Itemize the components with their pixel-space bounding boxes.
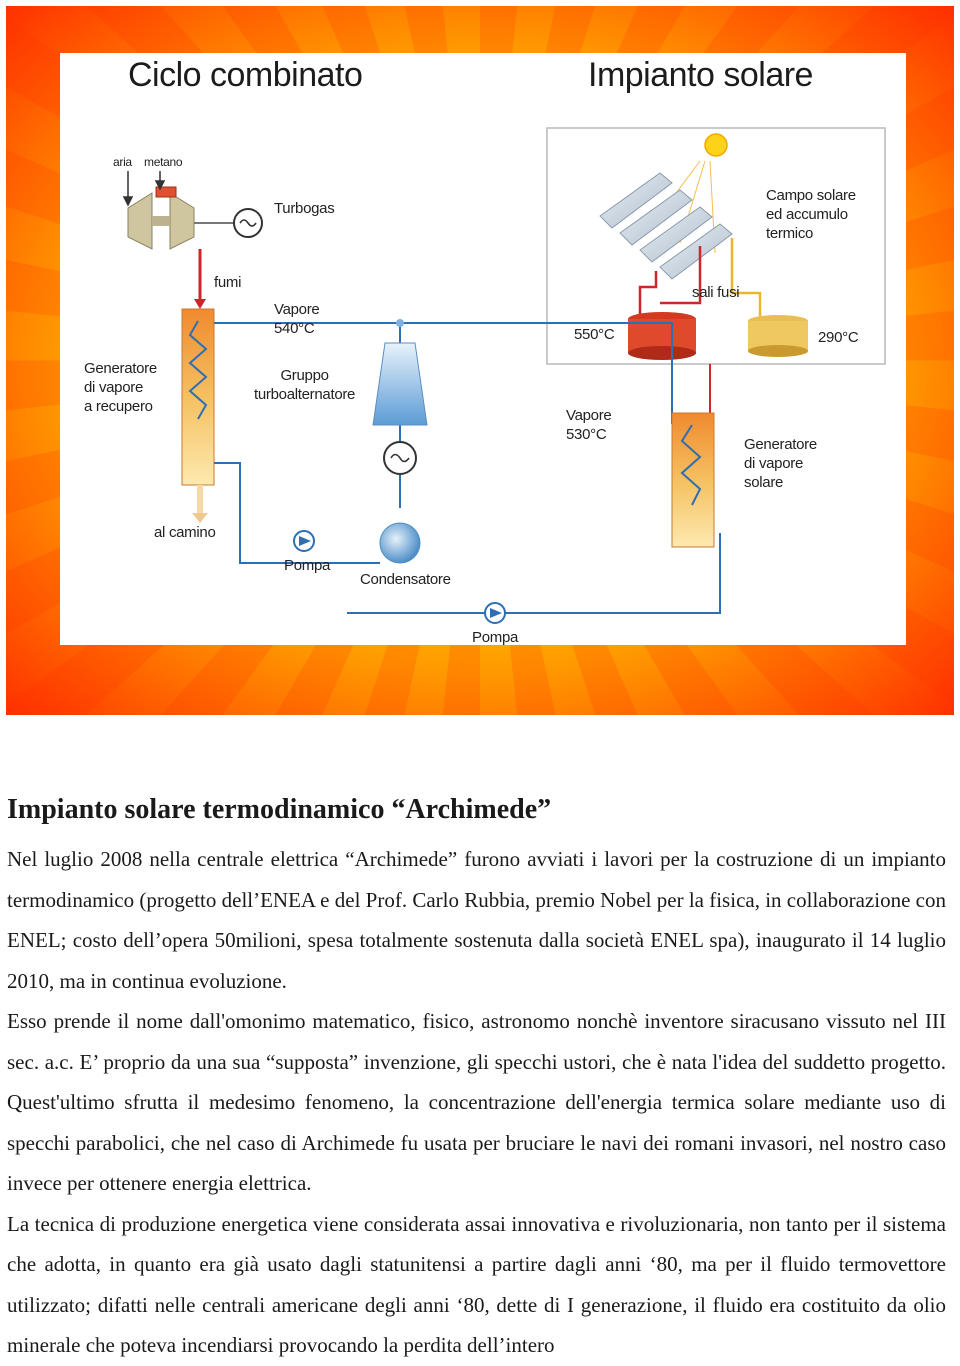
diagram-title-right: Impianto solare [588, 56, 813, 94]
pump-left-icon [293, 530, 315, 552]
label-sali-fusi: sali fusi [692, 284, 740, 301]
label-aria: aria [113, 155, 132, 169]
label-al-camino: al camino [154, 524, 216, 541]
diagram-graphics [122, 127, 886, 624]
label-temp-cold: 290°C [818, 329, 859, 346]
condenser-icon [379, 522, 421, 564]
label-campo-solare: Campo solare ed accumulo termico [766, 187, 856, 242]
solar-generator-icon [671, 412, 715, 548]
article-title: Impianto solare termodinamico “Archimede… [7, 794, 552, 825]
label-turbogas: Turbogas [274, 200, 335, 217]
label-pompa-bottom: Pompa [472, 629, 519, 645]
diagram-title-left: Ciclo combinato [128, 56, 363, 94]
turbogas-icon [127, 186, 263, 250]
label-gruppo: Gruppo turboalternatore [254, 367, 356, 403]
cold-salt-pipe [730, 238, 762, 321]
label-fumi: fumi [214, 274, 242, 291]
hot-tank-icon [628, 312, 696, 360]
label-generatore-recupero: Generatore di vapore a recupero [84, 360, 157, 415]
label-vapore-530: Vapore 530°C [566, 407, 612, 443]
article-paragraph: La tecnica di produzione energetica vien… [7, 1211, 946, 1358]
label-temp-hot: 550°C [574, 326, 615, 343]
article-paragraph: Esso prende il nome dall'omonimo matemat… [7, 1009, 946, 1195]
article-paragraph: Nel luglio 2008 nella centrale elettrica… [7, 847, 946, 993]
decorative-frame: Ciclo combinato Impianto solare aria met… [6, 6, 954, 715]
label-pompa-left: Pompa [284, 557, 331, 574]
label-metano: metano [144, 155, 183, 169]
steam-turbine-icon [372, 342, 428, 426]
inlet-arrows [122, 171, 166, 207]
label-condensatore: Condensatore [360, 571, 451, 588]
parabolic-mirrors-icon [599, 172, 733, 280]
solar-plant-frame [546, 127, 886, 365]
label-generatore-solare: Generatore di vapore solare [744, 436, 817, 491]
hot-salt-pipe [638, 246, 702, 321]
combined-cycle-solar-diagram: Ciclo combinato Impianto solare aria met… [60, 53, 906, 645]
label-vapore-540: Vapore 540°C [274, 301, 320, 337]
article: Impianto solare termodinamico “Archimede… [7, 793, 946, 1366]
cold-tank-icon [748, 315, 808, 357]
sun-icon [704, 133, 728, 157]
pump-bottom-icon [484, 602, 506, 624]
exhaust-arrow [194, 299, 206, 309]
